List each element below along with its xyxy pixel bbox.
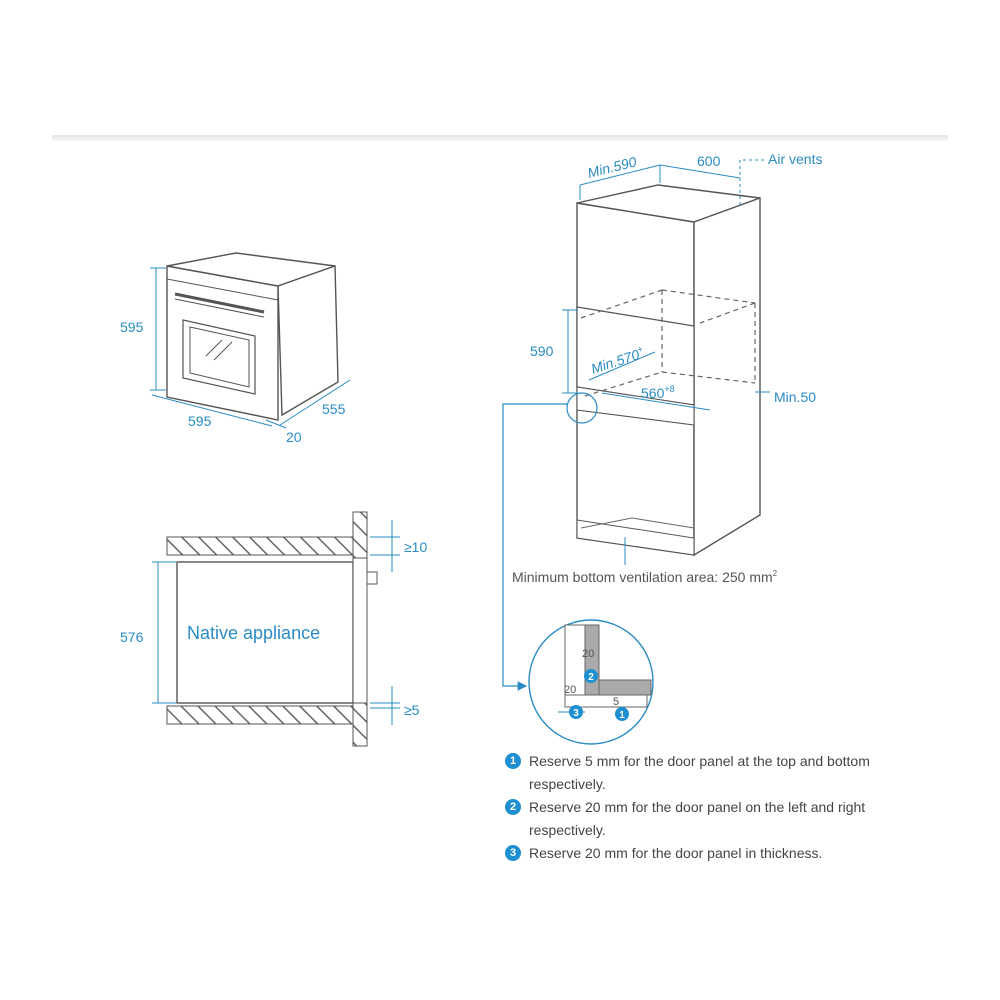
- oven-depth-label: 555: [322, 401, 346, 417]
- native-appliance-label: Native appliance: [187, 623, 320, 643]
- note-2-text: Reserve 20 mm for the door panel on the …: [529, 799, 866, 838]
- ventilation-sup: 2: [773, 569, 778, 578]
- detail-top-label: 20: [582, 648, 594, 660]
- note-2: 2 Reserve 20 mm for the door panel on th…: [505, 796, 905, 842]
- air-vents-label: Air vents: [768, 151, 822, 167]
- detail-bottom-label: 5: [613, 696, 619, 708]
- note-3: 3 Reserve 20 mm for the door panel in th…: [505, 842, 905, 865]
- note-1-marker: 1: [505, 753, 521, 769]
- detail-marker-1: 1: [615, 707, 629, 721]
- cabinet-dimension-lines: [562, 159, 770, 411]
- note-3-text: Reserve 20 mm for the door panel in thic…: [529, 845, 823, 861]
- niche-width-sup: +8: [664, 384, 674, 394]
- section-top-gap-label: ≥10: [404, 539, 427, 555]
- niche-width-value: 560: [641, 385, 665, 401]
- section-height-label: 576: [120, 629, 144, 645]
- svg-text:1: 1: [619, 710, 625, 721]
- ventilation-text: Minimum bottom ventilation area: 250 mm: [512, 569, 773, 585]
- svg-text:3: 3: [573, 708, 579, 719]
- svg-text:2: 2: [588, 672, 594, 683]
- note-1-text: Reserve 5 mm for the door panel at the t…: [529, 753, 870, 792]
- note-1: 1 Reserve 5 mm for the door panel at the…: [505, 750, 905, 796]
- niche-height-label: 590: [530, 343, 554, 359]
- oven-front-label: 20: [286, 429, 302, 445]
- detail-marker-2: 2: [584, 669, 598, 683]
- detail-left-label: 20: [564, 684, 576, 696]
- rear-gap-label: Min.50: [774, 389, 816, 405]
- ventilation-label: Minimum bottom ventilation area: 250 mm2: [512, 569, 778, 585]
- header-divider: [52, 135, 948, 141]
- niche-depth-sup: +: [636, 344, 644, 355]
- oven-height-label: 595: [120, 319, 144, 335]
- note-3-marker: 3: [505, 845, 521, 861]
- note-2-marker: 2: [505, 799, 521, 815]
- section-dimension-lines: [152, 520, 400, 725]
- oven-dimension-lines: [150, 267, 351, 429]
- oven-width-label: 595: [188, 413, 212, 429]
- section-bottom-gap-label: ≥5: [404, 702, 420, 718]
- cabinet-width-label: 600: [697, 153, 721, 169]
- cabinet-drawing: [576, 184, 761, 557]
- niche-width-label: 560+8: [641, 384, 675, 401]
- detail-marker-3: 3: [569, 705, 583, 719]
- section-drawing: [166, 511, 378, 747]
- oven-drawing: [166, 252, 339, 421]
